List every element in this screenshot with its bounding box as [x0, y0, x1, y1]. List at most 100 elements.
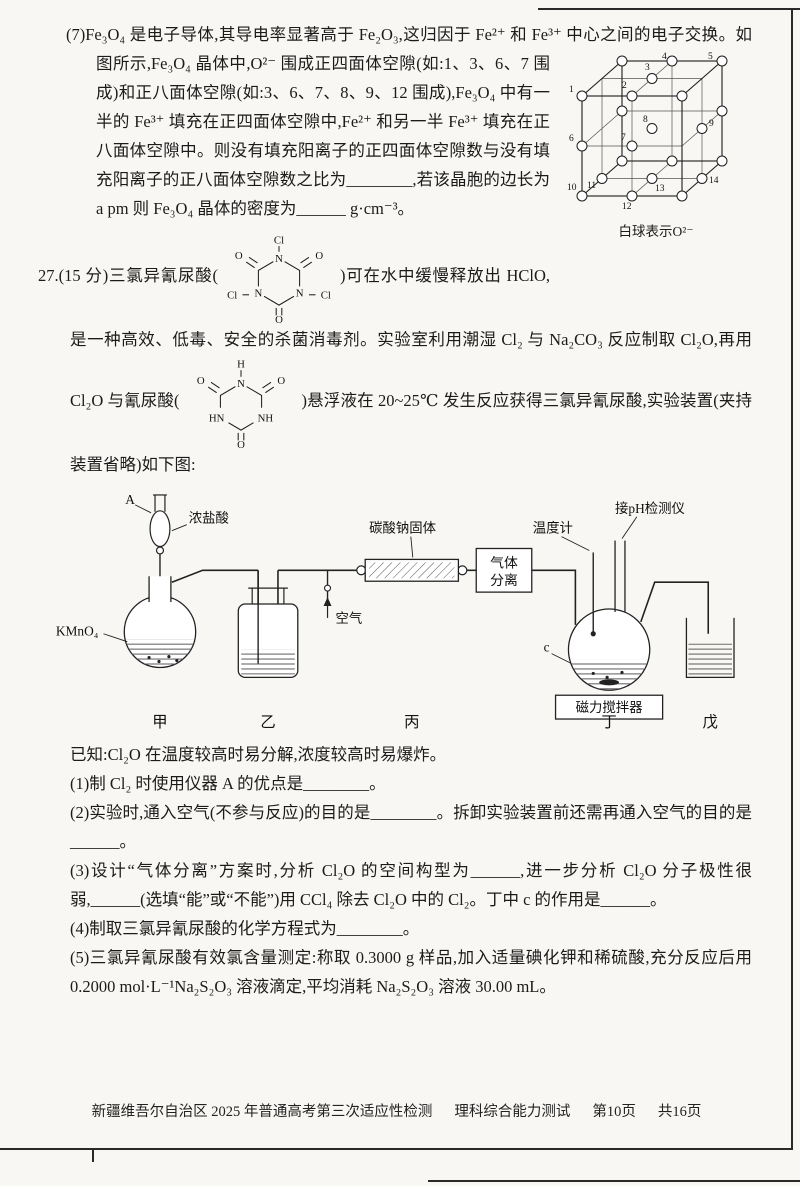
question-7: (7)Fe₃O₄ 是电子导体,其导电率显著高于 Fe₂O₃,这归因于 Fe²⁺ … — [66, 20, 752, 239]
o-atom-label: O — [237, 439, 245, 451]
atom-labels: H N O O HN NH O — [196, 358, 285, 451]
void-number: 6 — [569, 134, 574, 144]
dropping-funnel — [149, 510, 171, 548]
cl-atom-label: Cl — [321, 290, 331, 302]
sub-question-2: (2)实验时,通入空气(不参与反应)的目的是________。拆卸实验装置前还需… — [70, 803, 752, 851]
void-number: 5 — [708, 52, 713, 62]
magnetic-stirrer — [554, 694, 664, 720]
footer-subject: 理科综合能力测试 — [454, 1104, 571, 1120]
gas-separation-box: 气体 分离 — [475, 547, 533, 593]
footer-exam-name: 新疆维吾尔自治区 2025 年普通高考第三次适应性检测 — [91, 1104, 433, 1120]
footer-page-number: 第10页 — [592, 1104, 636, 1120]
vessel-label-wu: 戊 — [703, 713, 718, 731]
q27-intro-part2: )可在水中缓慢释放出 HClO,是一种高效、低毒、安全的杀菌消毒剂。实验室利用潮… — [70, 265, 752, 410]
footer-total-pages: 共16页 — [657, 1104, 702, 1120]
o-atom-label: O — [196, 375, 204, 387]
o-atom-label: O — [275, 314, 283, 326]
instrument-a-label: A — [125, 492, 135, 507]
vessel-label-ding: 丁 — [601, 714, 616, 731]
apparatus-diagram: A 浓盐酸 — [56, 492, 735, 731]
atom-halos — [251, 251, 307, 300]
ring-bonds — [219, 382, 262, 431]
trichloroisocyanuric-acid-structure: Cl N O O N N Cl Cl O — [227, 234, 331, 326]
n-atom-label: N — [296, 288, 304, 300]
vessel-ding-reactor: 温度计 接pH检测仪 c 磁力搅拌器 — [533, 500, 685, 720]
void-number: 11 — [587, 181, 596, 191]
ph-meter-label: 接pH检测仪 — [615, 500, 685, 516]
o-atom-label: O — [315, 250, 323, 262]
void-number: 10 — [567, 183, 577, 193]
oxygen-spheres — [576, 55, 728, 202]
q7-text-part2: 如图所示,Fe₃O₄ 晶体中,O²⁻ 围成正四面体空隙(如:1、3、6、7 围成… — [96, 25, 752, 218]
known-info: 已知:Cl₂O 在温度较高时易分解,浓度较高时易爆炸。 — [70, 745, 447, 764]
n-atom-label: N — [275, 253, 283, 265]
q27-intro-part3: )悬浮液在 20~25℃ 发生反应获得三氯异氰尿酸,实验装置(夹持装置省略)如下… — [70, 390, 752, 474]
beaker-liquid — [688, 643, 733, 676]
question-27-intro: 27.(15 分)三氯异氰尿酸( Cl N O O N — [38, 229, 752, 479]
air-inlet: 空气 — [323, 570, 362, 626]
void-number: 3 — [645, 63, 650, 73]
gas-sep-label-1: 气体 — [490, 555, 518, 571]
air-stopcock — [324, 584, 332, 592]
void-numbers: 1 2 3 4 5 6 7 8 9 10 11 12 13 14 — [567, 52, 719, 212]
sub-question-5: (5)三氯异氰尿酸有效氯含量测定:称取 0.3000 g 样品,加入适量碘化钾和… — [70, 948, 752, 996]
na2co3-label: 碳酸钠固体 — [369, 521, 437, 536]
void-number: 14 — [709, 176, 719, 186]
air-arrow — [323, 597, 332, 606]
atom-labels: Cl N O O N N Cl Cl O — [227, 234, 331, 326]
kmno4-contents — [124, 639, 196, 668]
n-atom-label: N — [255, 288, 263, 300]
reaction-liquid — [568, 659, 650, 691]
void-number: 7 — [621, 133, 626, 143]
page-footer: 新疆维吾尔自治区 2025 年普通高考第三次适应性检测 理科综合能力测试 第10页 共… — [0, 1100, 793, 1121]
vessel-label-jia: 甲 — [152, 714, 167, 731]
stirrer-label: 磁力搅拌器 — [576, 700, 643, 715]
void-number: 8 — [643, 115, 648, 125]
void-number: 4 — [662, 52, 667, 62]
void-number: 2 — [622, 81, 627, 91]
sub-question-4: (4)制取三氯异氰尿酸的化学方程式为________。 — [70, 919, 420, 938]
page-border-bottom — [0, 1148, 793, 1150]
sub-question-1: (1)制 Cl₂ 时使用仪器 A 的优点是________。 — [70, 774, 386, 793]
hn-group-label: HN — [208, 413, 224, 425]
crystal-structure-diagram: 1 2 3 4 5 6 7 8 9 10 11 12 13 14 — [567, 52, 728, 212]
crystal-figure: 1 2 3 4 5 6 7 8 9 10 11 12 13 14 — [560, 51, 752, 240]
stopcock — [155, 546, 165, 555]
n-atom-label: N — [237, 378, 245, 390]
kmno4-label: KMnO₄ — [56, 624, 99, 639]
o-atom-label: O — [277, 375, 285, 387]
sub-question-3: (3)设计“气体分离”方案时,分析 Cl₂O 的空间构型为______,进一步分… — [70, 861, 752, 909]
substituent-bonds — [242, 246, 316, 316]
c-label: c — [544, 640, 550, 655]
gas-sep-label-2: 分离 — [490, 572, 518, 589]
q27-intro-part1: 27.(15 分)三氯异氰尿酸( — [38, 265, 219, 285]
void-number: 9 — [709, 119, 714, 129]
page-border-bottom-outer — [428, 1180, 800, 1182]
na2co3-solid — [369, 562, 455, 579]
void-number: 12 — [622, 202, 632, 212]
h-atom-label: H — [237, 358, 245, 370]
apparatus-figure: A 浓盐酸 — [42, 483, 752, 738]
ring-bonds — [257, 257, 301, 306]
vessel-wu-beaker — [685, 617, 735, 679]
void-number: 1 — [569, 85, 574, 95]
vessel-bing-tube: 碳酸钠固体 — [356, 521, 468, 582]
stir-bar — [599, 679, 620, 686]
void-number: 13 — [655, 184, 665, 194]
air-label: 空气 — [335, 611, 362, 626]
crystal-caption: 白球表示O²⁻ — [618, 224, 694, 239]
o-atom-label: O — [235, 250, 243, 262]
vessel-label-yi: 乙 — [260, 714, 275, 731]
cl-atom-label: Cl — [227, 290, 237, 302]
cl-atom-label: Cl — [274, 234, 284, 246]
thermometer-label: 温度计 — [533, 521, 573, 536]
cyanuric-acid-structure: H N O O HN NH O — [196, 358, 285, 451]
nh-group-label: NH — [257, 413, 273, 425]
page-border-right — [791, 8, 793, 1150]
vessel-label-bing: 丙 — [404, 714, 419, 731]
wash-liquid — [241, 649, 295, 675]
vessel-yi-wash-bottle — [237, 570, 299, 679]
vessel-jia-generator: A 浓盐酸 — [56, 492, 229, 669]
q7-text-part1: (7)Fe₃O₄ 是电子导体,其导电率显著高于 Fe₂O₃,这归因于 Fe²⁺ … — [66, 25, 736, 44]
